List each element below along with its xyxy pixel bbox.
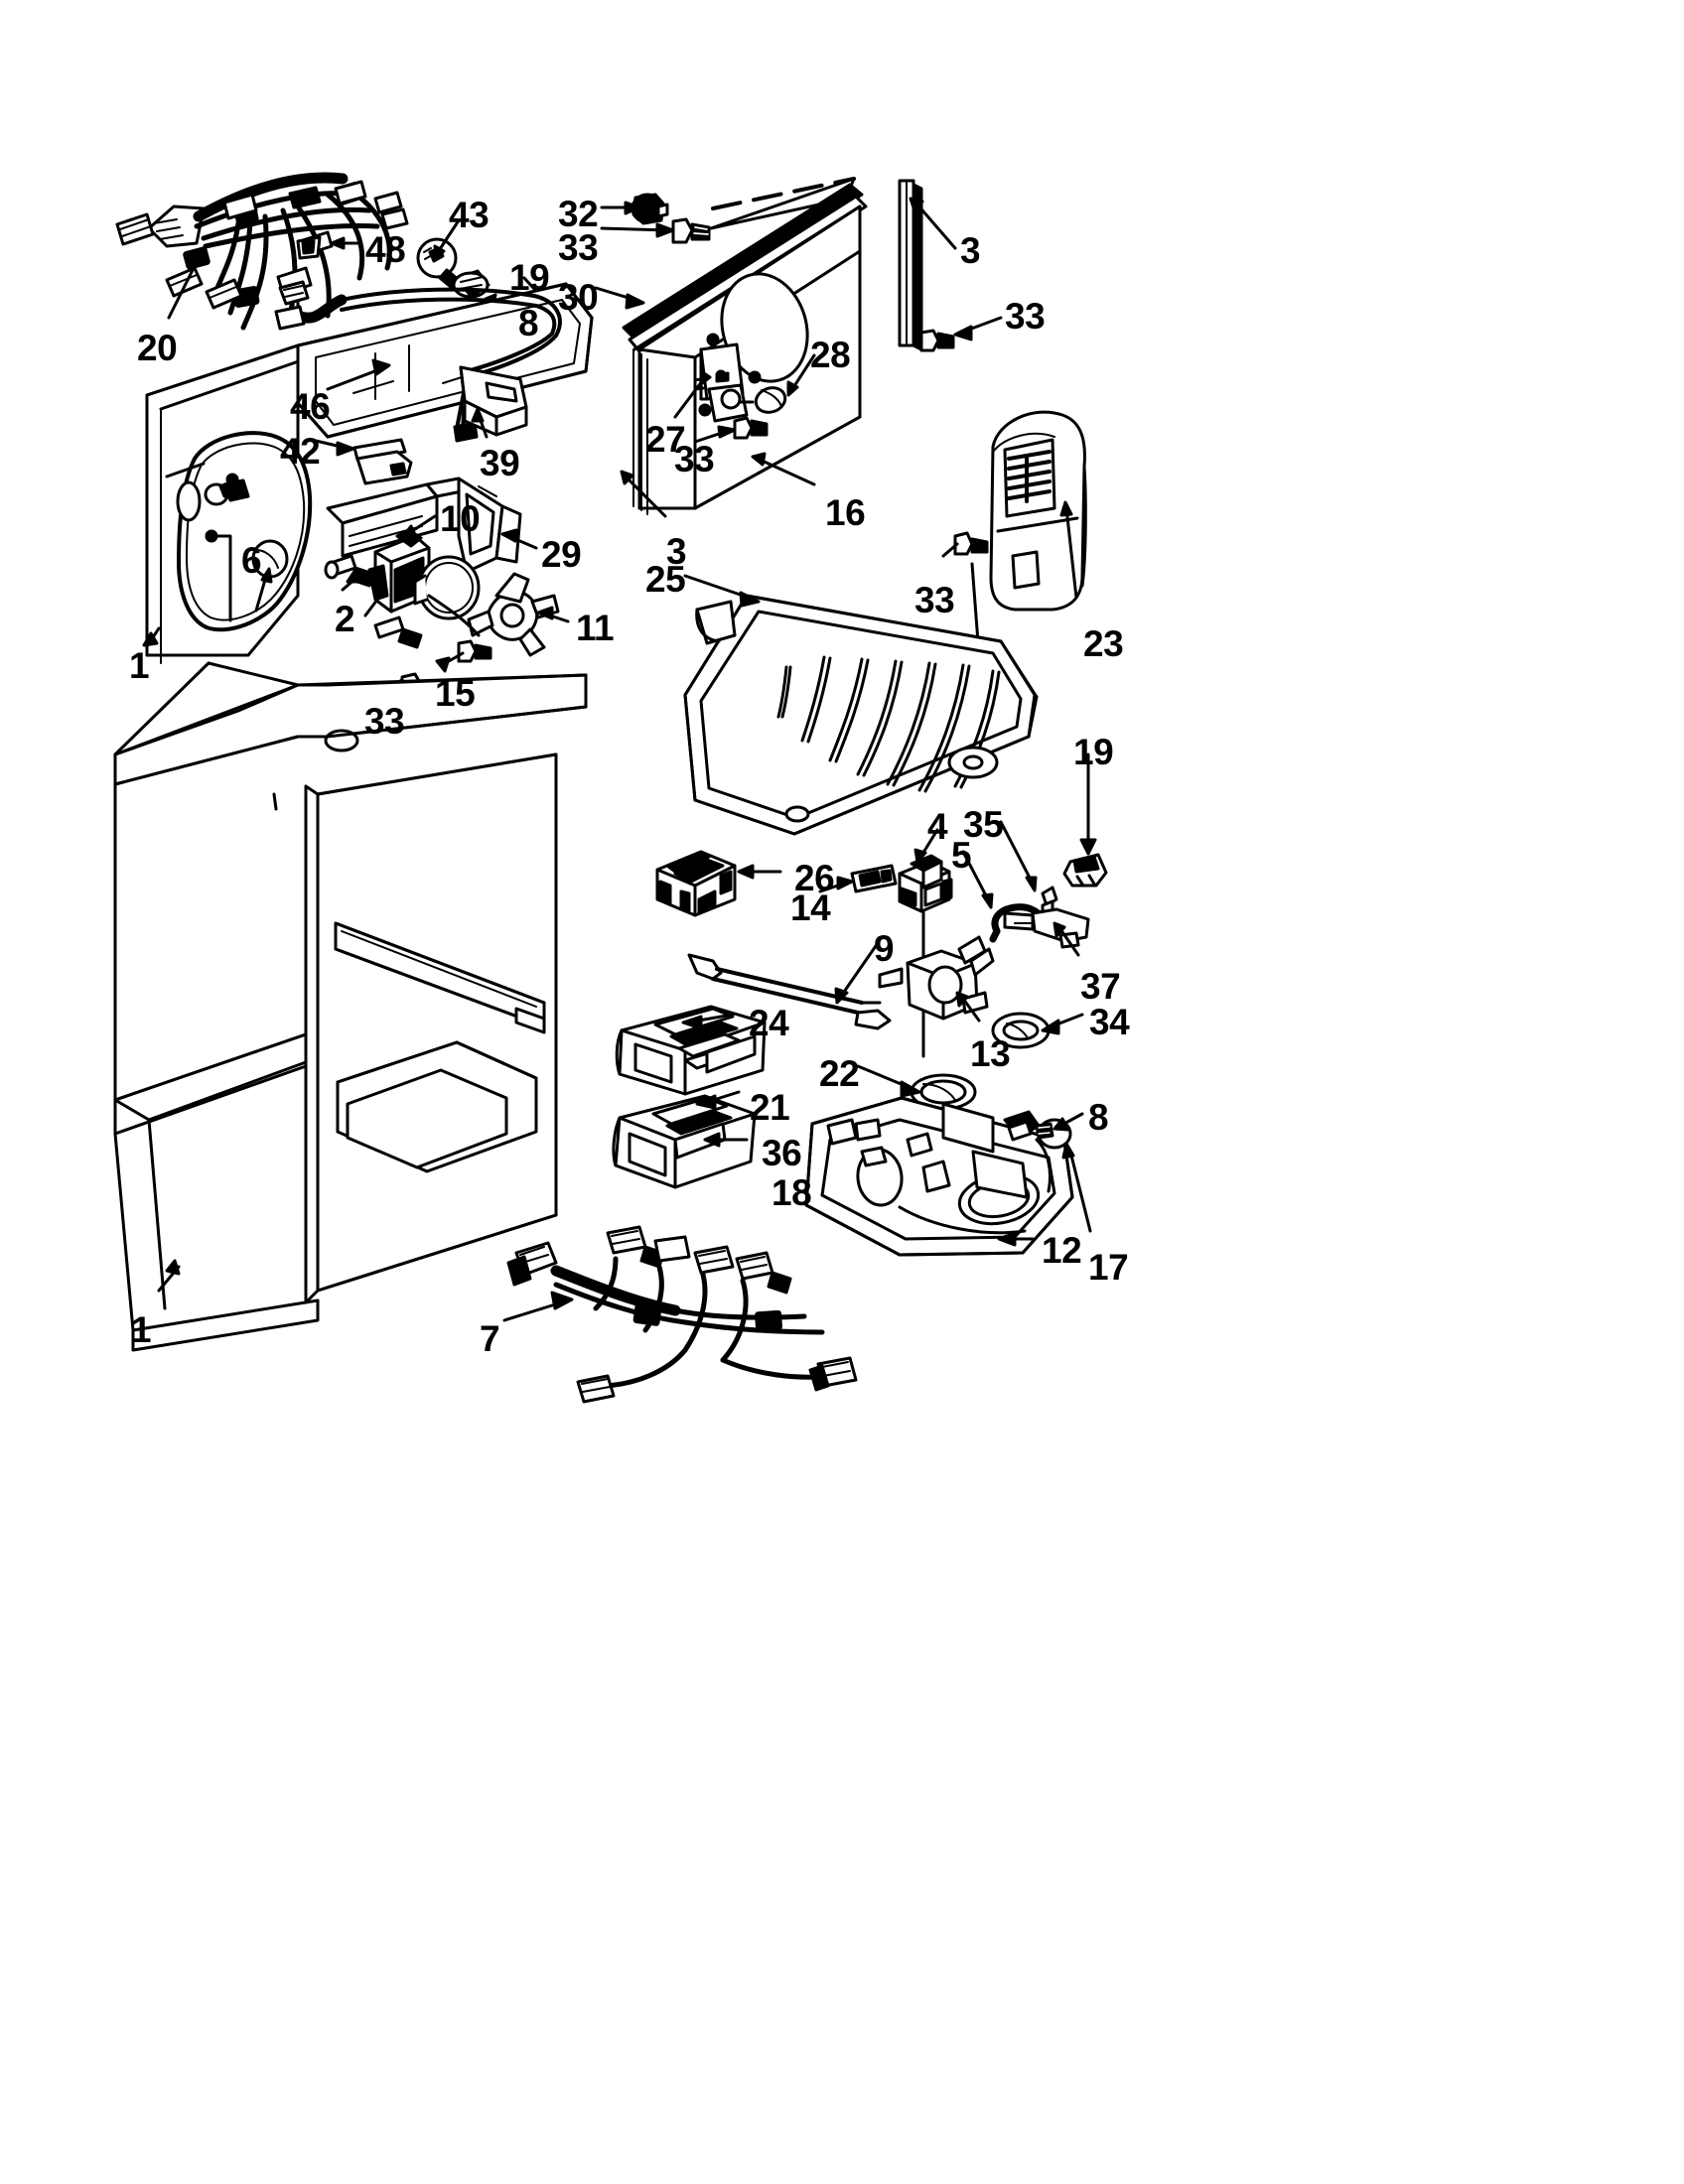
part-26-light-switch (655, 850, 782, 917)
callout-8-right: 8 (1088, 1097, 1109, 1138)
callout-12: 12 (1042, 1230, 1082, 1271)
vertical-trim-3 (898, 179, 1003, 352)
part-8-bulb-right (1003, 1110, 1092, 1233)
callout-24: 24 (749, 1003, 789, 1043)
grommet-19-right (1062, 752, 1108, 887)
part-22-ring (856, 1064, 977, 1111)
callout-35: 35 (963, 804, 1004, 845)
part-13-motor (878, 935, 995, 1023)
callout-15: 15 (435, 673, 476, 714)
part-9-rod (687, 941, 892, 1030)
callout-4: 4 (927, 806, 948, 847)
callout-33-base: 33 (364, 701, 405, 742)
callout-14: 14 (790, 887, 831, 928)
callout-46: 46 (290, 386, 331, 427)
machine-base-12 (804, 1096, 1074, 1257)
callout-32: 32 (558, 194, 599, 234)
callout-33-panel: 33 (674, 439, 715, 479)
callout-42: 42 (280, 431, 321, 472)
callout-29: 29 (541, 534, 582, 575)
callout-33-pan: 33 (914, 580, 955, 620)
part-34-cap (991, 1012, 1084, 1049)
callout-25: 25 (645, 559, 686, 600)
callout-17: 17 (1088, 1247, 1129, 1288)
callout-7: 7 (480, 1318, 500, 1359)
callout-22: 22 (819, 1053, 860, 1094)
callout-8-top: 8 (518, 303, 539, 343)
rear-panel-16 (620, 177, 868, 518)
callout-36: 36 (762, 1133, 802, 1173)
callout-30: 30 (558, 277, 599, 318)
wire-harness-7 (502, 1225, 858, 1404)
liner-top-frame (274, 280, 594, 485)
callout-33-right: 33 (1005, 296, 1046, 337)
callout-26: 26 (794, 858, 835, 898)
callout-21: 21 (750, 1087, 790, 1128)
callout-33-top: 33 (558, 227, 599, 268)
pointer-30 (594, 286, 645, 310)
callout-34: 34 (1089, 1002, 1130, 1042)
callout-28: 28 (810, 335, 851, 375)
callout-1-lower: 1 (131, 1309, 152, 1350)
control-compartment (324, 477, 570, 699)
callout-6: 6 (241, 540, 262, 581)
callout-39: 39 (480, 443, 520, 483)
callout-48: 48 (365, 229, 406, 270)
callout-1-upper: 1 (129, 645, 150, 686)
callout-2: 2 (335, 599, 355, 639)
callout-27: 27 (645, 419, 686, 460)
part-21-cover (612, 1090, 757, 1189)
part-14-clip (818, 864, 898, 893)
clip-48 (296, 235, 362, 260)
callout-16: 16 (825, 492, 866, 533)
callout-3-mid: 3 (666, 531, 687, 572)
callout-37: 37 (1080, 966, 1121, 1007)
part-35-bracket (999, 820, 1090, 957)
fastener-32-33 (600, 193, 711, 244)
drip-pan-25 (683, 574, 1039, 836)
callout-20: 20 (137, 328, 178, 368)
callout-13: 13 (970, 1033, 1011, 1074)
callout-18: 18 (772, 1172, 812, 1213)
hinge-cover-23 (989, 410, 1087, 612)
callout-3-top-right: 3 (960, 230, 981, 271)
part-4-valve (898, 828, 953, 1058)
callout-10: 10 (440, 498, 481, 539)
callout-19-right: 19 (1073, 732, 1114, 772)
liner-body-1 (113, 661, 588, 1352)
callout-23: 23 (1083, 623, 1124, 664)
liner-top-shell-1 (142, 343, 318, 664)
callout-11: 11 (576, 608, 615, 648)
callout-43: 43 (449, 195, 490, 235)
callout-5: 5 (951, 835, 972, 876)
callout-19-top: 19 (509, 257, 550, 298)
callout-9: 9 (874, 928, 895, 969)
part-24-cover (615, 1005, 767, 1096)
